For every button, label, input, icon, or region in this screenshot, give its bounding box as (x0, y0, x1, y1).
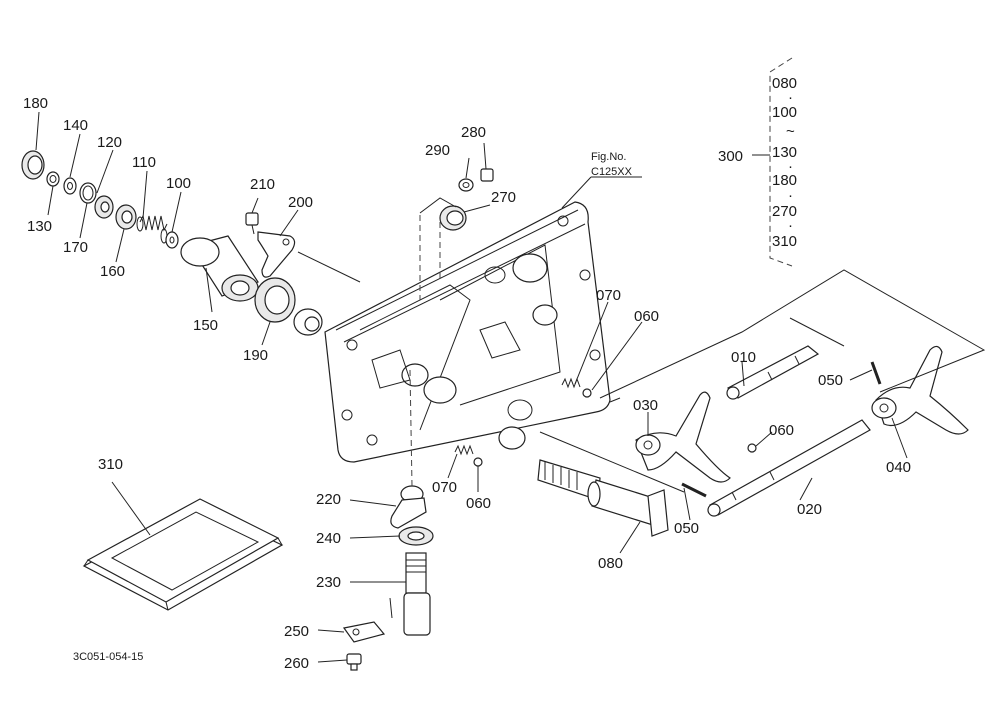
part-040-fork (871, 345, 969, 435)
part-060-ball-upper (582, 388, 592, 398)
part-010-shift-rod (726, 345, 820, 400)
housing (324, 201, 611, 463)
callout-240: 240 (316, 530, 341, 547)
kit-item-100: 100 (772, 104, 797, 121)
callout-210: 210 (250, 176, 275, 193)
kit-sep-3: · (788, 158, 793, 175)
callout-070-lower: 070 (432, 479, 457, 496)
part-110-spring (136, 214, 168, 244)
callout-040: 040 (886, 459, 911, 476)
callout-200: 200 (288, 194, 313, 211)
part-180-seal (21, 150, 45, 180)
drawing-code: 3C051-054-15 (73, 651, 143, 663)
kit-item-130: 130 (772, 144, 797, 161)
part-230-shaft (389, 552, 431, 636)
kit-sep-1: · (788, 89, 793, 106)
part-260-bolt (346, 653, 362, 671)
callout-080: 080 (598, 555, 623, 572)
part-220-arm (390, 485, 427, 529)
callout-220: 220 (316, 491, 341, 508)
part-150-sleeve (180, 235, 259, 302)
part-050-pin-upper (870, 361, 882, 385)
callout-150: 150 (193, 317, 218, 334)
callout-280: 280 (461, 124, 486, 141)
part-060-ball-lower (473, 457, 483, 467)
leader-lines (35, 111, 908, 663)
fig-ref-value: C125XX (591, 166, 633, 178)
part-060-ball-rod (747, 443, 757, 453)
callout-labels: 180 140 120 110 100 130 170 160 150 190 … (23, 95, 911, 672)
kit-sep-4: · (788, 187, 793, 204)
callout-230: 230 (316, 574, 341, 591)
fig-ref-label: Fig.No. (591, 151, 626, 163)
part-280-plug (480, 168, 494, 182)
kit-sep-5: · (788, 217, 793, 234)
part-120-collar (94, 195, 114, 219)
kit-300-list: 300 080 · 100 ~ 130 · 180 · 270 · 310 (718, 75, 797, 250)
callout-020: 020 (797, 501, 822, 518)
part-310-manual (82, 498, 284, 611)
part-sleeve-ring (293, 308, 323, 336)
part-240-washer (398, 526, 434, 546)
part-170-circlip (79, 182, 97, 204)
callout-060-lower: 060 (466, 495, 491, 512)
callout-070-upper: 070 (596, 287, 621, 304)
reference-lines (297, 197, 986, 493)
kit-item-080: 080 (772, 75, 797, 92)
callout-100: 100 (166, 175, 191, 192)
callout-120: 120 (97, 134, 122, 151)
callout-250: 250 (284, 623, 309, 640)
part-190-seal (254, 277, 296, 323)
part-160-bearing (115, 204, 137, 230)
part-200-lock-plate (257, 231, 296, 278)
callout-290: 290 (425, 142, 450, 159)
guide-270 (419, 215, 441, 300)
kit-item-180: 180 (772, 172, 797, 189)
part-070-spring-lower (454, 444, 474, 456)
kit-item-270: 270 (772, 203, 797, 220)
callout-050-upper: 050 (818, 372, 843, 389)
part-020-shift-rod (707, 419, 871, 517)
part-140-washer (63, 177, 77, 195)
callout-140: 140 (63, 117, 88, 134)
callout-270: 270 (491, 189, 516, 206)
callout-170: 170 (63, 239, 88, 256)
kit-label-300: 300 (718, 148, 743, 165)
part-250-plate (342, 621, 386, 643)
callout-310: 310 (98, 456, 123, 473)
callout-030: 030 (633, 397, 658, 414)
part-210-bolt (245, 212, 259, 235)
kit-sep-2: ~ (786, 123, 795, 140)
callout-010: 010 (731, 349, 756, 366)
part-130-nut (46, 171, 60, 187)
callout-180: 180 (23, 95, 48, 112)
part-100-washer (165, 231, 179, 249)
kit-bracket (752, 57, 793, 267)
callout-060-rod: 060 (769, 422, 794, 439)
callout-060-upper: 060 (634, 308, 659, 325)
callout-160: 160 (100, 263, 125, 280)
part-050-pin-lower (681, 482, 707, 498)
callout-050-lower: 050 (674, 520, 699, 537)
callout-130: 130 (27, 218, 52, 235)
part-290-washer (458, 178, 474, 192)
callout-110: 110 (132, 154, 156, 171)
kit-item-310: 310 (772, 233, 797, 250)
part-270-seal (439, 205, 467, 231)
callout-260: 260 (284, 655, 309, 672)
callout-190: 190 (243, 347, 268, 364)
part-080-shift-shaft (498, 426, 669, 537)
